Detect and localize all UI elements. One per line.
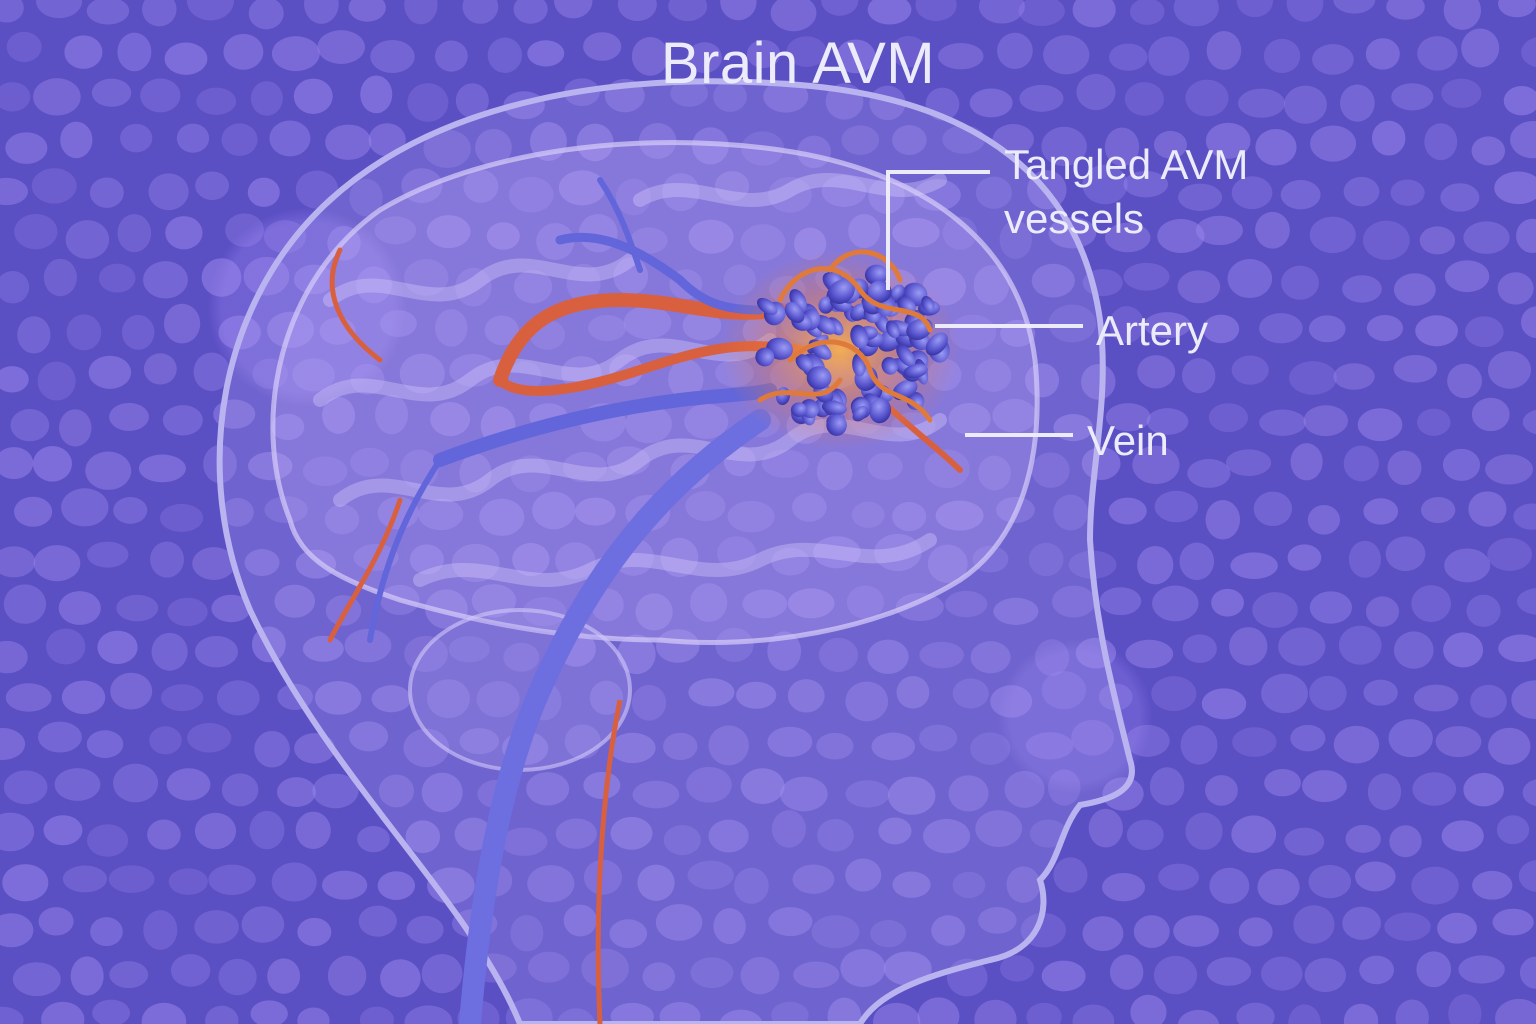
carotid-artery <box>595 699 623 1024</box>
avm-tortuous-vessels <box>757 249 933 423</box>
label-tangled-line2: vessels <box>1004 195 1145 243</box>
diagram-title: Brain AVM <box>660 31 936 96</box>
label-tangled-line1: Tangled AVM <box>1004 141 1249 188</box>
main-vein-trunk <box>459 409 771 1024</box>
label-artery: Artery <box>1096 307 1209 354</box>
label-vein: Vein <box>1087 417 1169 464</box>
label-tangled-avm-vessels: Tangled AVM vessels <box>1004 141 1249 243</box>
callout-leader-lines <box>886 170 1083 437</box>
leader-tangled <box>886 170 990 290</box>
